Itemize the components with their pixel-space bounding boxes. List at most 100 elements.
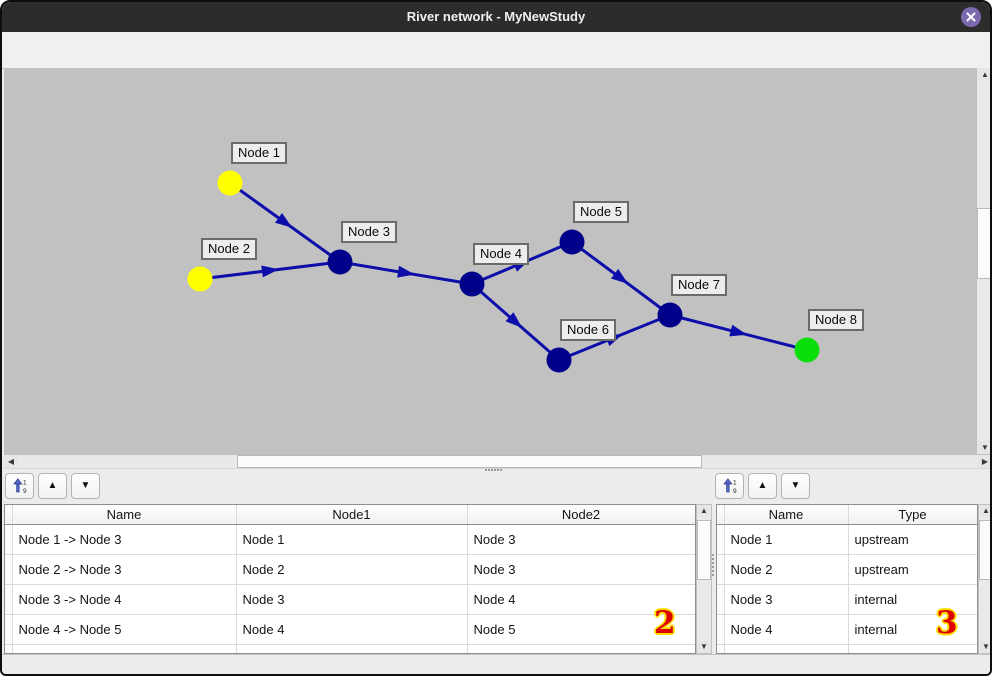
status-bar xyxy=(2,654,990,674)
column-header[interactable]: Name xyxy=(12,505,237,525)
edge-arrow-icon xyxy=(275,212,293,228)
column-header[interactable]: Node2 xyxy=(467,505,695,525)
graph-node[interactable] xyxy=(459,271,485,297)
graph-node[interactable] xyxy=(546,347,572,373)
node-label[interactable]: Node 8 xyxy=(808,309,864,331)
table-cell[interactable]: Node 4 xyxy=(724,614,849,645)
scroll-down-button[interactable]: ▼ xyxy=(977,441,990,454)
graph-node[interactable] xyxy=(327,249,353,275)
scroll-down-button[interactable]: ▼ xyxy=(979,641,990,653)
graph-node[interactable] xyxy=(657,302,683,328)
row-gutter xyxy=(717,614,725,645)
scrollbar-thumb[interactable] xyxy=(979,520,990,580)
edge-arrow-icon xyxy=(397,265,415,278)
graph-node[interactable] xyxy=(794,337,820,363)
scrollbar-track[interactable] xyxy=(979,517,990,641)
node-label[interactable]: Node 3 xyxy=(341,221,397,243)
scroll-left-button[interactable]: ◀ xyxy=(4,455,18,468)
table-cell[interactable]: Node 4 -> Node 5 xyxy=(12,614,237,645)
network-canvas[interactable]: Node 1 Node 2 Node 3 Node 4 Node 5 Node 6 Node… xyxy=(4,68,976,454)
row-gutter xyxy=(5,554,13,585)
titlebar[interactable]: River network - MyNewStudy xyxy=(2,2,990,32)
edge-arrow-icon xyxy=(729,324,748,337)
scroll-up-button[interactable]: ▲ xyxy=(979,505,990,517)
column-header[interactable]: Name xyxy=(724,505,849,525)
scrollbar-track[interactable] xyxy=(18,455,978,468)
table-cell[interactable]: Node 2 xyxy=(724,554,849,585)
node-label[interactable]: Node 5 xyxy=(573,201,629,223)
scroll-right-button[interactable]: ▶ xyxy=(978,455,990,468)
nodes-sort-button[interactable]: 1 9 xyxy=(715,473,744,499)
links-move-down-button[interactable]: ▼ xyxy=(71,473,100,499)
table-cell[interactable]: upstream xyxy=(848,524,977,555)
column-header[interactable]: Type xyxy=(848,505,977,525)
down-triangle-icon: ▼ xyxy=(790,480,801,491)
table-cell[interactable]: Node 1 xyxy=(236,524,468,555)
table-cell[interactable] xyxy=(236,644,468,653)
table-cell[interactable]: upstream xyxy=(848,554,977,585)
links-table-scrollbar[interactable]: ▲ ▼ xyxy=(696,504,712,654)
table-cell[interactable]: Node 4 xyxy=(236,614,468,645)
table-cell[interactable]: Node 3 xyxy=(467,554,695,585)
table-cell[interactable]: internal xyxy=(848,584,977,615)
graph-node[interactable] xyxy=(559,229,585,255)
graph-node[interactable] xyxy=(187,266,213,292)
node-label[interactable]: Node 1 xyxy=(231,142,287,164)
node-label[interactable]: Node 6 xyxy=(560,319,616,341)
table-cell[interactable]: Node 2 -> Node 3 xyxy=(12,554,237,585)
table-row[interactable] xyxy=(717,644,977,653)
scrollbar-thumb[interactable] xyxy=(697,520,711,580)
scrollbar-thumb[interactable] xyxy=(237,455,702,468)
scroll-up-button[interactable]: ▲ xyxy=(977,68,990,81)
table-cell[interactable]: internal xyxy=(848,614,977,645)
node-label[interactable]: Node 4 xyxy=(473,243,529,265)
canvas-horizontal-scrollbar[interactable]: ◀ ▶ xyxy=(4,454,990,469)
table-cell[interactable]: Node 5 xyxy=(467,614,695,645)
row-gutter xyxy=(717,524,725,555)
table-cell[interactable]: Node 3 xyxy=(236,584,468,615)
row-gutter xyxy=(5,524,13,555)
horizontal-splitter[interactable] xyxy=(485,469,487,471)
table-row[interactable] xyxy=(5,644,695,653)
close-button[interactable] xyxy=(961,7,981,27)
node-label[interactable]: Node 2 xyxy=(201,238,257,260)
table-cell[interactable]: Node 3 xyxy=(467,524,695,555)
down-triangle-icon: ▼ xyxy=(80,480,91,491)
graph-node[interactable] xyxy=(217,170,243,196)
node-label[interactable]: Node 7 xyxy=(671,274,727,296)
table-cell[interactable] xyxy=(12,644,237,653)
nodes-move-up-button[interactable]: ▲ xyxy=(748,473,777,499)
links-move-up-button[interactable]: ▲ xyxy=(38,473,67,499)
table-cell[interactable]: Node 4 xyxy=(467,584,695,615)
links-sort-button[interactable]: 1 9 xyxy=(5,473,34,499)
scroll-up-button[interactable]: ▲ xyxy=(697,505,711,517)
table-cell[interactable] xyxy=(724,644,849,653)
table-cell[interactable]: Node 1 -> Node 3 xyxy=(12,524,237,555)
nodes-table-scrollbar[interactable]: ▲ ▼ xyxy=(978,504,990,654)
scroll-down-button[interactable]: ▼ xyxy=(697,641,711,653)
scrollbar-track[interactable] xyxy=(977,81,990,441)
nodes-move-down-button[interactable]: ▼ xyxy=(781,473,810,499)
table-cell[interactable]: Node 3 xyxy=(724,584,849,615)
table-cell[interactable]: Node 3 -> Node 4 xyxy=(12,584,237,615)
column-header[interactable]: Node1 xyxy=(236,505,468,525)
vertical-splitter[interactable] xyxy=(712,554,714,556)
table-cell[interactable]: Node 2 xyxy=(236,554,468,585)
canvas-vertical-scrollbar[interactable]: ▲ ▼ xyxy=(976,68,990,454)
scrollbar-track[interactable] xyxy=(697,517,711,641)
table-cell[interactable]: Node 1 xyxy=(724,524,849,555)
table-cell[interactable] xyxy=(848,644,977,653)
row-gutter xyxy=(5,614,13,645)
table-cell[interactable] xyxy=(467,644,695,653)
up-triangle-icon: ▲ xyxy=(47,480,58,491)
scrollbar-thumb[interactable] xyxy=(977,208,990,279)
